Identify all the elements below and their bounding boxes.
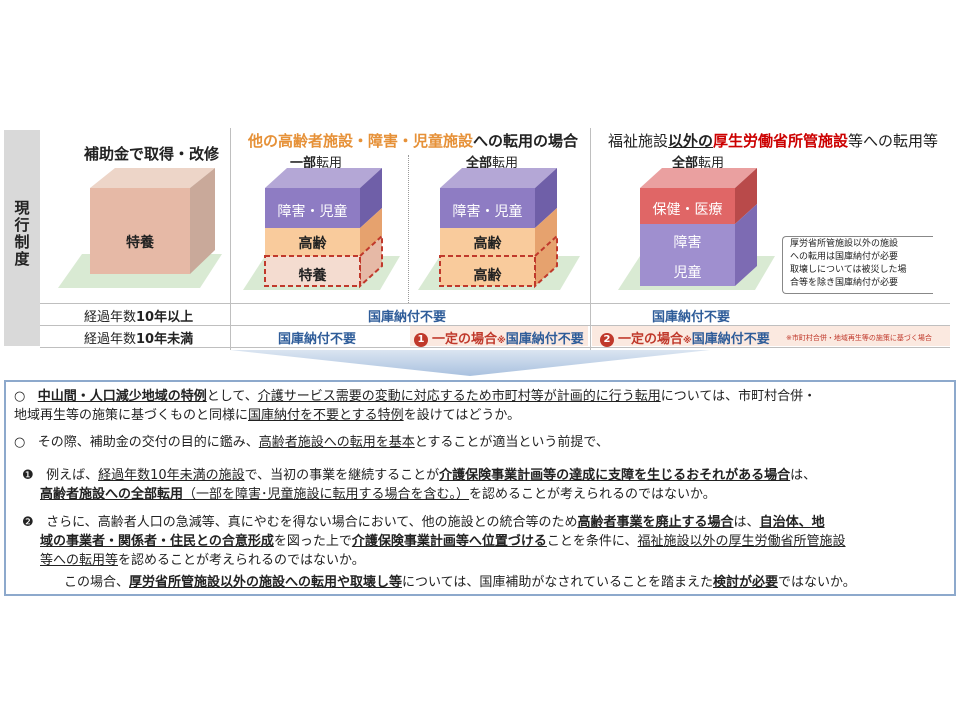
divider [590, 128, 591, 350]
row-divider [40, 325, 950, 326]
other-top-label: 保健・医療 [652, 202, 723, 218]
proposal-line-5: この場合、厚労省所管施設以外の施設への転用や取壊し等については、国庫補助がなされ… [64, 575, 856, 590]
over10-group2-value: 国庫納付不要 [652, 310, 731, 325]
header-full-2: 全部転用 [672, 156, 725, 171]
other-bot-label: 児童 [673, 265, 702, 281]
under10-other-note: ※市町村合併・地域再生等の施策に基づく場合 [786, 334, 932, 342]
full-mid-label: 高齢 [473, 236, 502, 252]
proposal-line-1b: 地域再生等の施策に基づくものと同様に国庫納付を不要とする特例を設けてはどうか。 [14, 408, 521, 423]
row-label-under10: 経過年数10年未満 [84, 332, 194, 347]
proposal-line-1: ○ 中山間・人口減少地域の特例として、介護サービス需要の変動に対応するため市町村… [14, 389, 817, 404]
under10-full-cell [410, 326, 588, 346]
header-acquire: 補助金で取得・改修 [84, 145, 220, 163]
side-label-bar [4, 130, 40, 346]
partial-mid-label: 高齢 [298, 236, 327, 252]
partial-top-label: 障害・児童 [277, 204, 348, 220]
down-arrow [230, 350, 710, 376]
row-divider [40, 303, 950, 304]
divider [230, 128, 231, 350]
over10-group1-value: 国庫納付不要 [368, 310, 447, 325]
other-mid-label: 障害 [673, 235, 702, 251]
note-text: 厚労省所管施設以外の施設への転用は国庫納付が必要取壊しについては被災した場合等を… [790, 239, 907, 288]
divider [408, 155, 409, 303]
other-facility-building [618, 168, 775, 290]
partial-building [243, 168, 400, 290]
proposal-line-4: ❷ さらに、高齢者人口の急減等、真にやむを得ない場合において、他の施設との統合等… [22, 515, 825, 530]
header-partial: 一部転用 [290, 156, 343, 171]
header-group2: 福祉施設以外の厚生労働省所管施設等への転用等 [608, 132, 939, 150]
row-divider [40, 347, 950, 348]
proposal-line-3b: 高齢者施設への全部転用（一部を障害･児童施設に転用する場合を含む。）を認めること… [40, 487, 716, 502]
tokuyo-building [58, 168, 222, 288]
full-top-label: 障害・児童 [452, 204, 523, 220]
partial-bot-label: 特養 [298, 268, 327, 284]
number-badge-1: 1 [414, 332, 428, 347]
header-group1: 他の高齢者施設・障害・児童施設への転用の場合 [248, 132, 579, 150]
row-label-over10: 経過年数10年以上 [84, 310, 194, 325]
under10-partial-value: 国庫納付不要 [278, 332, 357, 347]
proposal-line-4c: 等への転用等を認めることが考えられるのではないか。 [40, 553, 365, 568]
proposal-line-4b: 域の事業者・関係者・住民との合意形成を図った上で介護保険事業計画等へ位置づけるこ… [40, 534, 846, 549]
number-badge-2: 2 [600, 332, 614, 347]
full-building [418, 168, 580, 290]
tokuyo-label: 特養 [126, 235, 154, 251]
proposal-panel [4, 380, 956, 596]
side-label: 現行制度 [14, 199, 30, 268]
note-bracket [782, 236, 933, 294]
full-bot-label: 高齢 [473, 268, 502, 284]
header-full: 全部転用 [466, 156, 519, 171]
proposal-line-3: ❶ 例えば、経過年数10年未満の施設で、当初の事業を継続することが介護保険事業計… [22, 468, 817, 483]
under10-other-cell [592, 326, 950, 346]
proposal-line-2: ○ その際、補助金の交付の目的に鑑み、高齢者施設への転用を基本とすることが適当と… [14, 435, 609, 450]
